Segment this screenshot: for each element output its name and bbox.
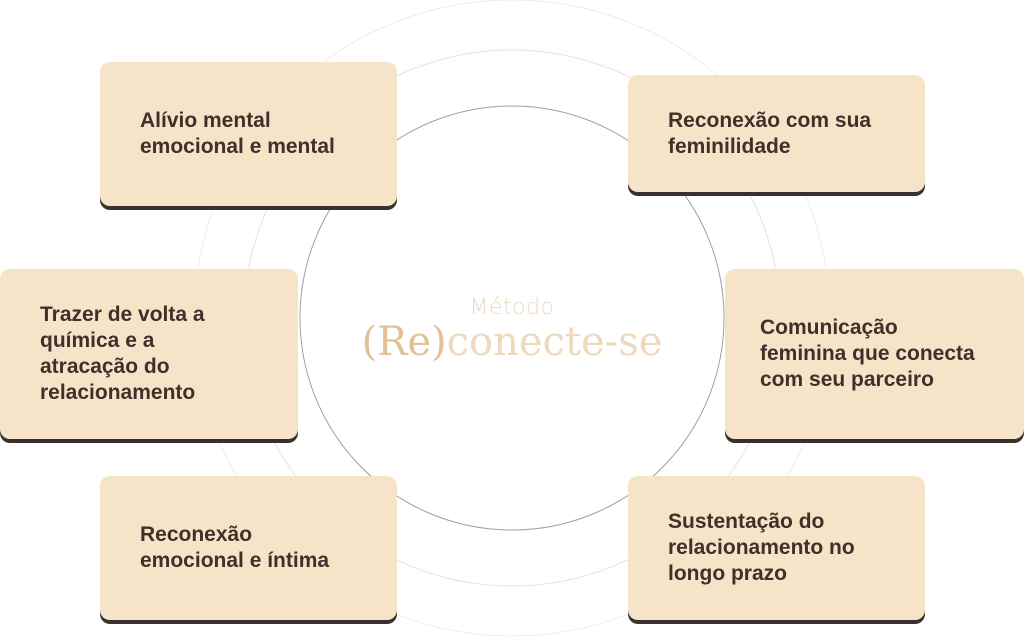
benefit-card-communication: Comunicação feminina que conecta com seu… — [725, 269, 1024, 439]
method-title-block: Método (Re)conecte-se — [362, 295, 663, 365]
benefit-card-text: Reconexão emocional e íntima — [140, 523, 330, 572]
benefit-card-text: Alívio mental emocional e mental — [140, 109, 335, 158]
benefit-card-mental-relief: Alívio mental emocional e mental — [100, 62, 397, 206]
inner-ring — [299, 105, 725, 531]
benefit-card-text: Comunicação feminina que conecta com seu… — [760, 316, 975, 391]
benefit-card-text: Reconexão com sua feminilidade — [668, 108, 872, 158]
method-title: (Re)conecte-se — [362, 320, 663, 364]
benefit-card-text: Trazer de volta a química e a atracação … — [40, 303, 205, 404]
benefit-card-chemistry: Trazer de volta a química e a atracação … — [0, 269, 298, 439]
benefit-card-emotional-reconnection: Reconexão emocional e íntima — [100, 476, 397, 620]
method-title-main: conecte-se — [446, 319, 663, 365]
method-subtitle: Método — [469, 295, 555, 320]
benefit-card-text: Sustentação do relacionamento no longo p… — [668, 510, 855, 585]
benefit-card-long-term: Sustentação do relacionamento no longo p… — [628, 476, 925, 620]
benefit-card-femininity: Reconexão com sua feminilidade — [628, 75, 925, 192]
method-title-prefix: (Re) — [361, 319, 447, 365]
